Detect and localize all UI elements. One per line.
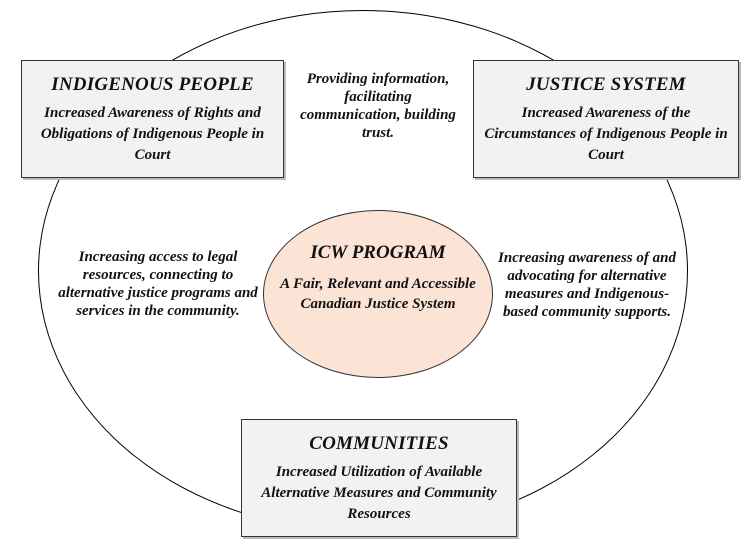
communities-description: Increased Utilization of Available Alter… — [261, 464, 497, 522]
icw-program-circle: ICW PROGRAM A Fair, Relevant and Accessi… — [263, 210, 493, 378]
indigenous-people-box: INDIGENOUS PEOPLE Increased Awareness of… — [21, 60, 284, 178]
justice-system-box: JUSTICE SYSTEM Increased Awareness of th… — [473, 60, 739, 178]
communities-box: COMMUNITIES Increased Utilization of Ava… — [241, 419, 517, 537]
note-right-connection: Increasing awareness of and advocating f… — [498, 250, 676, 320]
communities-title: COMMUNITIES — [309, 433, 449, 454]
justice-system-title: JUSTICE SYSTEM — [526, 74, 686, 95]
note-top-connection: Providing information, facilitating comm… — [300, 71, 456, 141]
icw-program-title: ICW PROGRAM — [310, 242, 446, 263]
indigenous-people-title: INDIGENOUS PEOPLE — [51, 74, 254, 95]
note-left-connection: Increasing access to legal resources, co… — [58, 249, 258, 319]
icw-program-description: A Fair, Relevant and Accessible Canadian… — [280, 276, 476, 312]
indigenous-people-description: Increased Awareness of Rights and Obliga… — [40, 105, 265, 163]
justice-system-description: Increased Awareness of the Circumstances… — [484, 105, 728, 163]
